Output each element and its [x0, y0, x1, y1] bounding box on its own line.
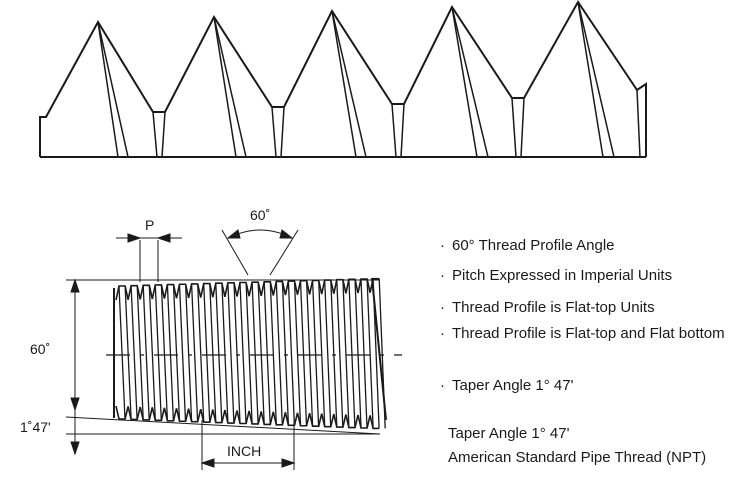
pitch-arrow-right: [156, 233, 171, 243]
thread-flank: [360, 278, 368, 429]
thread-flank: [166, 284, 175, 421]
thread-flank: [154, 284, 162, 421]
inch-label: INCH: [227, 443, 261, 459]
feature-text: Thread Profile is Flat-top and Flat bott…: [452, 325, 725, 342]
height-arrow-top: [70, 278, 80, 293]
thread-crests-bottom: [115, 405, 380, 430]
feature-text: Taper Angle 1° 47': [452, 377, 574, 394]
angle-arrow-left: [226, 229, 241, 239]
thread-flank: [184, 284, 193, 422]
height-label: 60˚: [30, 341, 50, 357]
pitch-arrow-left: [127, 233, 142, 243]
enlarged-thread-profile: [39, 0, 647, 158]
feature-text: Pitch Expressed in Imperial Units: [452, 267, 673, 284]
bullet: ·: [440, 267, 445, 284]
thread-flank: [172, 284, 181, 421]
feature-text: 60° Thread Profile Angle: [452, 237, 615, 254]
bullet: ·: [440, 299, 445, 316]
feature-item: · Thread Profile is Flat-top Units: [440, 298, 655, 318]
thread-flank: [148, 285, 156, 420]
caption-line-2: American Standard Pipe Thread (NPT): [448, 449, 707, 466]
thread-flanks: [118, 278, 386, 429]
thread-flank: [263, 281, 271, 425]
thread-flank: [197, 283, 205, 422]
feature-item: · Taper Angle 1° 47': [440, 376, 573, 396]
caption-line-1: Taper Angle 1° 47': [448, 425, 570, 442]
thread-flank: [215, 283, 223, 423]
thread-flank: [245, 282, 253, 424]
thread-flank: [348, 279, 356, 428]
thread-flank: [299, 280, 308, 426]
thread-flank: [354, 279, 362, 428]
thread-flank: [342, 279, 350, 428]
angle-leg-right: [269, 229, 299, 276]
inch-arrow-left: [200, 458, 215, 468]
thread-flank: [221, 283, 229, 423]
feature-item: · Pitch Expressed in Imperial Units: [440, 266, 672, 286]
thread-flank: [203, 283, 211, 423]
thread-angle-label: 60˚: [250, 207, 270, 223]
diagram-caption: Taper Angle 1° 47' American Standard Pip…: [448, 422, 706, 470]
thread-flank: [311, 280, 320, 427]
bullet: ·: [440, 237, 445, 254]
thread-flank: [130, 285, 138, 420]
thread-flank: [324, 280, 332, 427]
thread-flank: [239, 282, 247, 424]
thread-flank: [124, 285, 132, 420]
thread-flank: [293, 281, 302, 426]
thread-flank: [281, 281, 290, 425]
bullet: ·: [440, 377, 445, 394]
thread-flank: [160, 284, 169, 421]
pitch-label: P: [145, 217, 154, 233]
thread-flank: [378, 278, 386, 429]
thread-flank: [190, 283, 199, 422]
feature-item: · Thread Profile is Flat-top and Flat bot…: [440, 324, 750, 344]
thread-flank: [118, 285, 126, 420]
thread-flank: [287, 281, 296, 426]
thread-flank: [209, 283, 217, 423]
taper-arrow: [70, 441, 80, 456]
feature-item: · 60° Thread Profile Angle: [440, 236, 615, 256]
thread-flank: [227, 282, 235, 424]
thread-flank: [251, 282, 259, 424]
inch-arrow-right: [281, 458, 296, 468]
thread-flank: [136, 285, 144, 420]
thread-flank: [336, 279, 344, 428]
thread-flank: [275, 281, 283, 425]
thread-crests-top: [115, 277, 380, 301]
thread-flank: [233, 282, 241, 424]
taper-line: [65, 416, 381, 435]
tapered-thread-body: [65, 229, 402, 470]
bullet: ·: [440, 325, 445, 342]
thread-flank: [372, 278, 380, 429]
thread-flank: [318, 280, 326, 427]
angle-arrow-right: [279, 229, 294, 239]
thread-flank: [142, 285, 150, 420]
taper-label: 1˚47': [20, 419, 51, 435]
angle-leg-left: [221, 229, 249, 276]
thread-flank: [305, 280, 314, 426]
thread-flank: [269, 281, 277, 425]
thread-flank: [366, 278, 374, 429]
profile-flank-lines: [97, 1, 641, 158]
feature-text: Thread Profile is Flat-top Units: [452, 299, 655, 316]
thread-flank: [257, 282, 265, 424]
thread-flank: [330, 280, 338, 427]
thread-flank: [178, 284, 187, 422]
